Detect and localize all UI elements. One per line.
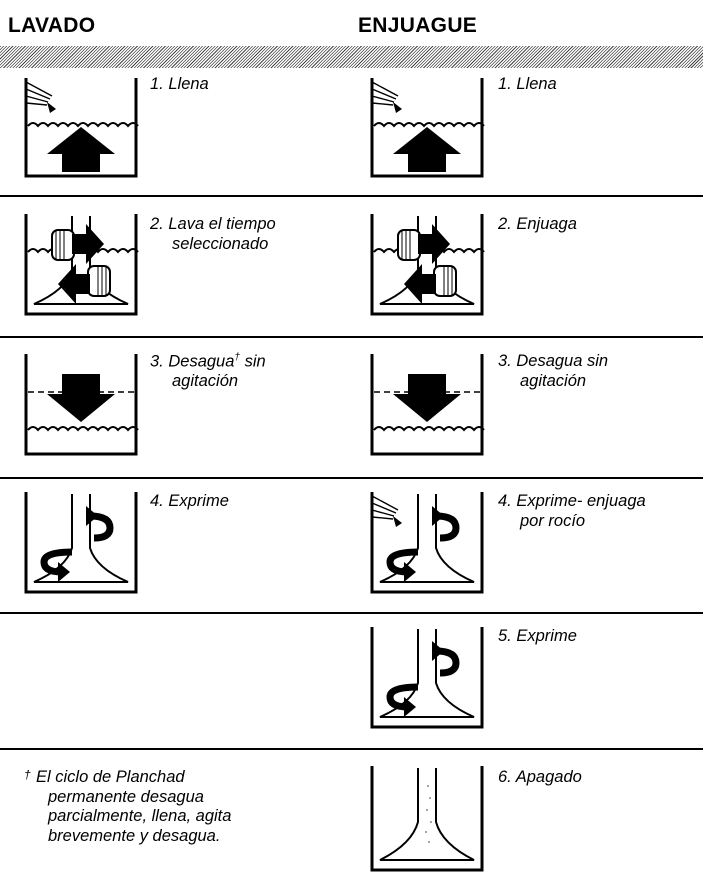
wash-header: LAVADO xyxy=(8,14,96,37)
agitate-icon xyxy=(24,214,139,316)
step-text: 4. Exprime xyxy=(150,492,229,510)
footnote-dagger: † xyxy=(24,768,31,782)
row-divider xyxy=(0,336,703,338)
step-text: 1. Llena xyxy=(150,75,209,93)
footnote-line: El ciclo de Planchad xyxy=(36,768,185,786)
step-text: 2. Lava el tiempo xyxy=(150,215,276,233)
step-text-line2: agitación xyxy=(520,372,587,390)
agitate-icon xyxy=(370,214,485,316)
row-divider xyxy=(0,748,703,750)
footnote-line: brevemente y desagua. xyxy=(48,826,221,845)
row-divider xyxy=(0,195,703,197)
hatched-divider xyxy=(0,46,703,68)
rinse-header: ENJUAGUE xyxy=(358,14,478,37)
fill-icon xyxy=(370,78,485,178)
fill-icon xyxy=(24,78,139,178)
off-icon xyxy=(370,766,484,872)
step-text-line2: por rocío xyxy=(520,512,586,530)
step-text: 3. Desagua sin xyxy=(498,352,609,370)
step-text: 3. Desagua† sin xyxy=(150,352,266,371)
drain-icon xyxy=(24,354,139,456)
footnote-line: parcialmente, llena, agita xyxy=(48,807,232,825)
step-text: 1. Llena xyxy=(498,75,557,93)
step-text: 2. Enjuaga xyxy=(498,215,577,233)
footnote-line: permanente desagua xyxy=(48,787,204,806)
row-divider xyxy=(0,612,703,614)
step-text: 6. Apagado xyxy=(498,768,582,786)
spray-spin-icon xyxy=(370,492,484,594)
row-divider xyxy=(0,477,703,479)
step-text-line2: agitación xyxy=(172,372,239,390)
spin-icon xyxy=(24,492,138,594)
drain-icon xyxy=(370,354,485,456)
step-text-line2: seleccionado xyxy=(172,235,269,253)
footnote: † El ciclo de Planchad permanente desagu… xyxy=(24,768,231,846)
step-text: 4. Exprime- enjuaga xyxy=(498,492,646,510)
step-text: 5. Exprime xyxy=(498,627,577,645)
spin-icon xyxy=(370,627,484,729)
